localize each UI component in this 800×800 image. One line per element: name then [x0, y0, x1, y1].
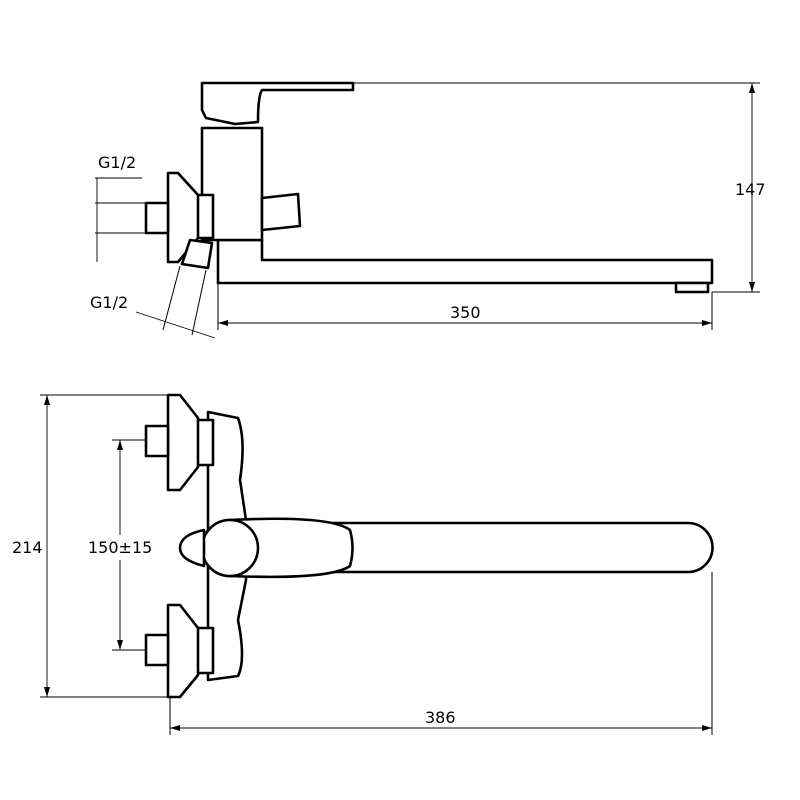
- side-knob: [260, 192, 302, 232]
- inlet-nipple-lower: [144, 633, 170, 667]
- flange-top-lower: [166, 603, 200, 699]
- handle-side: [200, 81, 355, 126]
- overall-height-dimension: 214: [12, 538, 43, 557]
- height-dimension: 147: [735, 180, 766, 199]
- angled-inlet: [180, 238, 214, 270]
- thread-label-angled: G1/2: [90, 293, 128, 312]
- side-view: G1/2 G1/2 147 350: [90, 81, 766, 339]
- spout-length-dimension: 350: [450, 303, 481, 322]
- top-view: 214 150±15 386: [12, 393, 714, 735]
- inlet-spacing-dimension: 150±15: [88, 538, 152, 557]
- spout-top: [238, 521, 714, 574]
- nut-side: [195, 193, 215, 240]
- spout-side: [216, 238, 714, 285]
- inlet-nipple-upper: [144, 424, 170, 458]
- overall-length-dimension: 386: [425, 708, 456, 727]
- thread-label-top: G1/2: [98, 153, 136, 172]
- nut-top-lower: [195, 626, 215, 675]
- flange-top-upper: [166, 393, 200, 492]
- nut-top-upper: [195, 418, 215, 467]
- inlet-nipple-side: [144, 201, 170, 235]
- aerator-side: [674, 281, 710, 294]
